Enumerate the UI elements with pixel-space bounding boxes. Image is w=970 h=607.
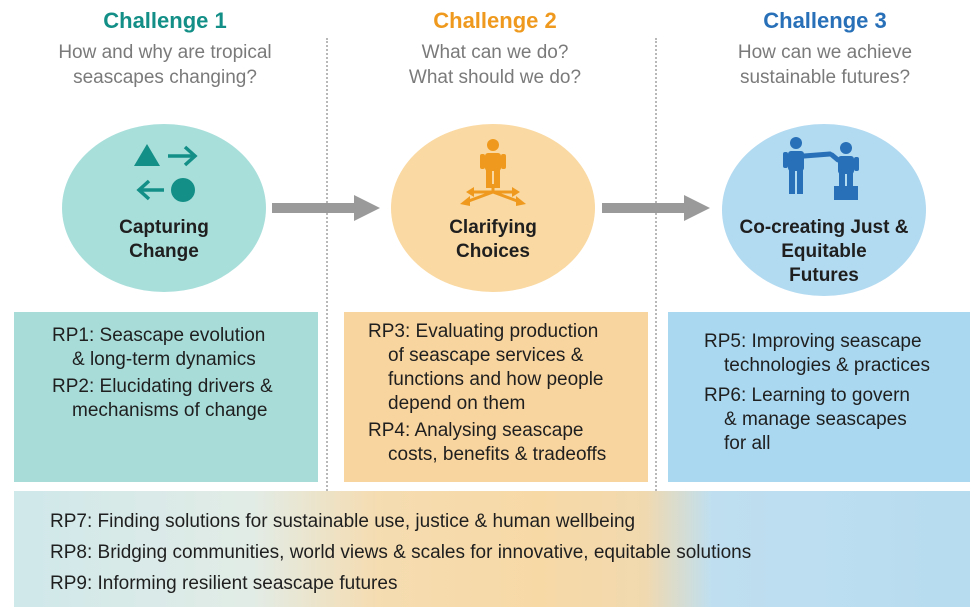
challenge-2-question: What can we do? What should we do? (408, 42, 582, 88)
challenge-2-circle (391, 124, 595, 292)
rp7-text: RP7: Finding solutions for sustainable u… (50, 511, 636, 532)
rp6-text: RP6: Learning to govern& manage seascape… (704, 385, 910, 454)
person-crossroads-icon (460, 139, 526, 206)
divider-1 (326, 38, 328, 594)
rp2-text: RP2: Elucidating drivers &mechanisms of … (52, 376, 273, 421)
challenge-1-circle (62, 124, 266, 292)
challenge-1-question: How and why are tropical seascapes chang… (58, 42, 272, 88)
challenge-1-circle-label: Capturing Change (119, 217, 209, 262)
challenge-3-title: Challenge 3 (763, 8, 887, 33)
rp1-text: RP1: Seascape evolution& long-term dynam… (52, 325, 266, 370)
rp8-text: RP8: Bridging communities, world views &… (50, 542, 752, 563)
cross-cutting-rp-box: RP7: Finding solutions for sustainable u… (14, 491, 970, 607)
people-helping-icon (783, 137, 859, 200)
challenge-3-question: How can we achieve sustainable futures? (737, 42, 913, 88)
rp9-text: RP9: Informing resilient seascape future… (50, 573, 398, 594)
shapes-arrows-icon (134, 144, 198, 202)
challenge-2-circle-label: Clarifying Choices (449, 217, 537, 262)
challenge-3-circle-label: Co-creating Just & Equitable Futures (739, 217, 909, 286)
divider-2 (655, 38, 657, 594)
arrow-1-to-2 (272, 195, 380, 221)
arrow-2-to-3 (602, 195, 710, 221)
challenge-1-title: Challenge 1 (103, 8, 227, 33)
rp-box-challenge-1: RP1: Seascape evolution& long-term dynam… (14, 312, 318, 482)
challenge-2-title: Challenge 2 (433, 8, 557, 33)
